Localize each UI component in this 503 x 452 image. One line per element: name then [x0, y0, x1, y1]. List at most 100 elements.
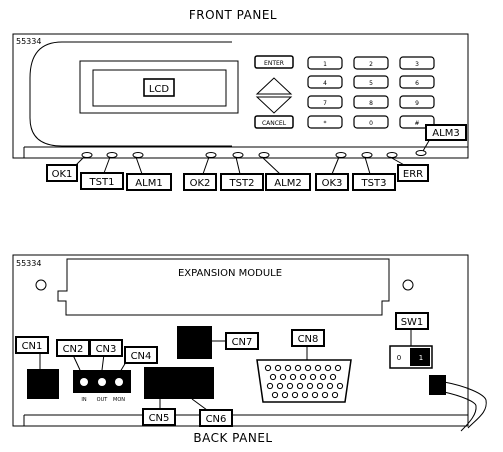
- switch-sw1[interactable]: 0 1: [389, 345, 433, 369]
- svg-text:0: 0: [369, 120, 373, 127]
- switch-mark-0: 0: [397, 354, 401, 362]
- key-8[interactable]: 8: [353, 95, 389, 109]
- svg-text:3: 3: [415, 61, 419, 68]
- svg-text:4: 4: [323, 80, 327, 87]
- key-7[interactable]: 7: [307, 95, 343, 109]
- svg-text:TST2: TST2: [229, 178, 255, 189]
- key-6[interactable]: 6: [399, 75, 435, 89]
- led-ok1: [81, 152, 93, 158]
- svg-text:OK1: OK1: [52, 169, 73, 180]
- svg-text:OUT: OUT: [97, 397, 109, 403]
- svg-text:IN: IN: [81, 397, 86, 403]
- callout-ok3: OK3: [315, 173, 349, 191]
- back-panel: [12, 254, 469, 427]
- connector-cn5-cn6: [144, 367, 214, 399]
- mounting-hole-left: [35, 279, 47, 291]
- svg-text:CN4: CN4: [131, 351, 152, 362]
- svg-text:MON: MON: [113, 397, 125, 403]
- power-cord: [429, 375, 487, 432]
- svg-text:CN6: CN6: [206, 414, 227, 425]
- callout-ok2: OK2: [183, 173, 217, 191]
- key-4[interactable]: 4: [307, 75, 343, 89]
- expansion-module-label: EXPANSION MODULE: [178, 268, 282, 279]
- switch-mark-1: 1: [419, 354, 423, 362]
- front-panel-body: [12, 33, 469, 159]
- callout-ok1: OK1: [46, 164, 78, 182]
- key-9[interactable]: 9: [399, 95, 435, 109]
- svg-text:ALM1: ALM1: [135, 178, 162, 189]
- svg-text:ERR: ERR: [403, 169, 423, 180]
- front-leds: [81, 150, 427, 158]
- callout-tst3: TST3: [352, 173, 396, 191]
- connector-cn7: [177, 326, 212, 359]
- led-tst1: [106, 152, 118, 158]
- svg-text:9: 9: [415, 100, 419, 107]
- keypad: 1 2 3 4 5 6 7 8 9 * 0 #: [307, 56, 435, 129]
- led-tst3: [361, 152, 373, 158]
- svg-text:CN1: CN1: [22, 341, 43, 352]
- svg-text:CN5: CN5: [149, 413, 170, 424]
- enter-label: ENTER: [264, 60, 284, 67]
- down-arrow-icon[interactable]: [255, 96, 293, 114]
- led-tst2: [232, 152, 244, 158]
- connector-cn2-cn4: IN OUT MON: [73, 370, 131, 403]
- callout-cn1: CN1: [15, 336, 49, 354]
- led-alm2: [258, 152, 270, 158]
- svg-text:ALM2: ALM2: [274, 178, 301, 189]
- callout-cn3: CN3: [89, 339, 123, 357]
- callout-tst2: TST2: [220, 173, 264, 191]
- callout-cn2: CN2: [56, 339, 90, 357]
- svg-text:5: 5: [369, 80, 373, 87]
- key-5[interactable]: 5: [353, 75, 389, 89]
- callout-alm2: ALM2: [265, 173, 311, 191]
- callout-err: ERR: [397, 164, 429, 182]
- svg-text:1: 1: [323, 61, 327, 68]
- svg-text:OK2: OK2: [190, 178, 211, 189]
- led-ok3: [335, 152, 347, 158]
- down-arrow-button[interactable]: [255, 96, 293, 114]
- connector-cn8: [256, 359, 352, 403]
- lcd-display: LCD: [143, 78, 175, 97]
- expansion-module-slot: [57, 258, 390, 316]
- svg-text:#: #: [414, 120, 419, 127]
- up-arrow-icon[interactable]: [255, 77, 293, 95]
- cancel-button[interactable]: CANCEL: [254, 115, 294, 129]
- svg-text:TST3: TST3: [361, 178, 387, 189]
- back-model-number: 55334: [16, 259, 41, 268]
- lcd-label: LCD: [149, 84, 170, 95]
- led-alm1: [132, 152, 144, 158]
- back-panel-title: BACK PANEL: [193, 431, 272, 445]
- lcd-window: [79, 60, 239, 114]
- svg-text:7: 7: [323, 100, 327, 107]
- cancel-label: CANCEL: [262, 120, 287, 127]
- svg-text:CN2: CN2: [63, 344, 84, 355]
- svg-text:TST1: TST1: [89, 177, 115, 188]
- led-ok2: [205, 152, 217, 158]
- svg-text:SW1: SW1: [401, 317, 424, 328]
- svg-text:CN3: CN3: [96, 344, 117, 355]
- connector-cn1: [27, 369, 59, 399]
- up-arrow-button[interactable]: [255, 77, 293, 95]
- callout-tst1: TST1: [80, 172, 124, 190]
- callout-cn6: CN6: [199, 409, 233, 427]
- key-3[interactable]: 3: [399, 56, 435, 70]
- callout-sw1: SW1: [395, 312, 429, 330]
- back-panel-body: [12, 254, 469, 427]
- front-model-number: 55334: [16, 37, 41, 46]
- callout-cn8: CN8: [291, 329, 325, 347]
- key-1[interactable]: 1: [307, 56, 343, 70]
- enter-button[interactable]: ENTER: [254, 55, 294, 69]
- led-alm3: [415, 150, 427, 156]
- key-2[interactable]: 2: [353, 56, 389, 70]
- callout-cn4: CN4: [124, 346, 158, 364]
- key-star[interactable]: *: [307, 115, 343, 129]
- key-0[interactable]: 0: [353, 115, 389, 129]
- svg-text:8: 8: [369, 100, 373, 107]
- callout-cn5: CN5: [142, 408, 176, 426]
- mounting-hole-right: [402, 279, 414, 291]
- svg-text:OK3: OK3: [322, 178, 343, 189]
- svg-text:2: 2: [369, 61, 373, 68]
- callout-cn7: CN7: [225, 332, 259, 350]
- callout-alm3: ALM3: [425, 124, 467, 141]
